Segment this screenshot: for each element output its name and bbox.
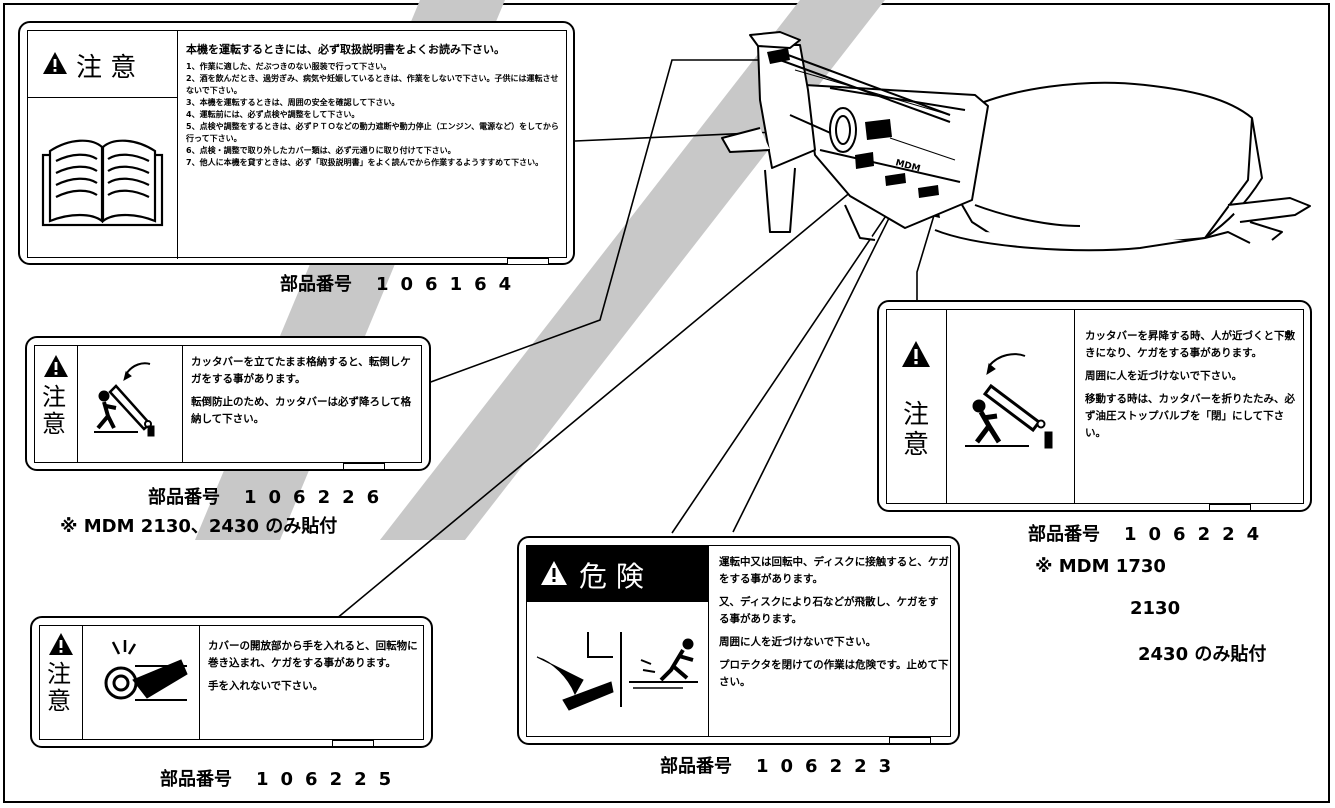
sticker-106224-header-col: 注意 — [887, 310, 947, 503]
sticker-106225-inner: 注意 カバーの開放部から手を入れると、回転物に巻き込まれ、ケガをする事があります… — [39, 625, 424, 740]
sticker-106224: 注意 カッタバーを昇降する時、人が近づくと下敷きになり、ケガをする事があります。… — [877, 300, 1312, 512]
warning-triangle-icon — [44, 355, 68, 377]
sticker-106164-tab — [507, 258, 549, 264]
danger-triangle-icon — [541, 561, 567, 585]
note-106226: ※ MDM 2130、2430 のみ貼付 — [60, 516, 338, 537]
part-label: 部品番号 — [660, 756, 732, 777]
sticker-106226-text: カッタバーを立てたまま格納すると、転倒しケガをする事があります。 転倒防止のため… — [191, 354, 419, 428]
part-label: 部品番号 — [160, 769, 232, 790]
sticker-106224-text-3: 移動する時は、カッタバーを折りたたみ、必ず油圧ストップバルブを「閉」にして下さい… — [1085, 393, 1295, 439]
part-label: 部品番号 — [148, 487, 220, 508]
note-106224-line-2: 2130 — [1130, 598, 1181, 619]
disc-contact-icon — [536, 632, 698, 711]
sticker-106223-text-2: 又、ディスクにより石などが飛散し、ケガをする事があります。 — [719, 596, 939, 625]
sticker-106223-pictogram-box — [527, 602, 709, 736]
part-number-value: 106226 — [244, 487, 392, 508]
sticker-106164-inner: 注 意 本機を運転するときには、必ず取扱説明書をよくお読み下さい。 1、作業に適… — [27, 30, 567, 259]
sticker-106164-item-7: 7、他人に本機を貸すときは、必ず「取扱説明書」をよく読んでから作業するようすすめ… — [186, 158, 544, 167]
warning-triangle-icon — [902, 341, 930, 367]
sticker-106226-inner: 注意 カッタバーを立てたまま格納すると、転倒しケガをする事があります。 転倒防止… — [34, 345, 422, 463]
sticker-106164-header: 注 意 — [76, 53, 137, 83]
sticker-106224-tab — [1209, 504, 1251, 510]
hand-entanglement-icon — [104, 640, 188, 701]
sticker-106164-item-5: 5、点検や調整をするときは、必ずＰＴＯなどの動力遮断や動力停止（エンジン、電源な… — [186, 122, 559, 143]
sticker-106225-header-col: 注意 — [40, 626, 83, 739]
sticker-106225-text: カバーの開放部から手を入れると、回転物に巻き込まれ、ケガをする事があります。 手… — [208, 638, 422, 695]
sticker-106226-header: 注意 — [42, 383, 66, 438]
sticker-106164-header-box: 注 意 — [28, 31, 178, 98]
sticker-106224-text-2: 周囲に人を近づけないで下さい。 — [1085, 370, 1243, 382]
mower-illustration: MDM — [721, 31, 1311, 252]
part-label: 部品番号 — [280, 274, 352, 295]
part-label: 部品番号 — [1028, 524, 1100, 545]
sticker-106226-text-1: カッタバーを立てたまま格納すると、転倒しケガをする事があります。 — [191, 356, 411, 385]
part-number-106223: 部品番号 106223 — [660, 752, 903, 778]
sticker-106164: 注 意 本機を運転するときには、必ず取扱説明書をよくお読み下さい。 1、作業に適… — [18, 21, 575, 265]
sticker-106223-header-box: 危 険 — [527, 546, 709, 602]
sticker-106164-item-1: 1、作業に適した、だぶつきのない服装で行って下さい。 — [186, 62, 392, 71]
sticker-106223-inner: 危 険 運転中又は回転中、ディスクに接触すると、ケガをする事があります。 — [526, 545, 951, 737]
part-number-106224: 部品番号 106224 — [1028, 520, 1271, 546]
sticker-106164-book-box — [28, 98, 178, 259]
sticker-106164-item-6: 6、点検・調整で取り外したカバー類は、必ず元通りに取り付けて下さい。 — [186, 146, 456, 155]
sticker-106223-text-4: プロテクタを閉けての作業は危険です。止めて下さい。 — [719, 659, 949, 688]
part-number-106226: 部品番号 106226 — [148, 483, 391, 509]
sticker-106226-tab — [343, 463, 385, 469]
part-number-value: 106225 — [256, 769, 404, 790]
sticker-106224-header: 注意 — [903, 400, 930, 460]
sticker-106225-tab — [332, 740, 374, 746]
sticker-106164-intro: 本機を運転するときには、必ず取扱説明書をよくお読み下さい。 — [186, 43, 505, 56]
part-number-value: 106224 — [1124, 524, 1272, 545]
sticker-106164-item-3: 3、本機を運転するときは、周囲の安全を確認して下さい。 — [186, 98, 400, 107]
sticker-106224-inner: 注意 カッタバーを昇降する時、人が近づくと下敷きになり、ケガをする事があります。… — [886, 309, 1304, 504]
sticker-106225: 注意 カバーの開放部から手を入れると、回転物に巻き込まれ、ケガをする事があります… — [30, 616, 433, 748]
note-106224-line-3: 2430 のみ貼付 — [1138, 644, 1267, 665]
sticker-106223-text-1: 運転中又は回転中、ディスクに接触すると、ケガをする事があります。 — [719, 556, 949, 585]
sticker-106225-pictogram-box — [83, 626, 200, 739]
sticker-106223-header: 危 険 — [579, 560, 644, 593]
sticker-106223-tab — [889, 737, 931, 743]
sticker-106164-item-4: 4、運転前には、必ず点検や調整をして下さい。 — [186, 110, 360, 119]
sticker-106226-pictogram-box — [78, 346, 183, 462]
sticker-106225-text-1: カバーの開放部から手を入れると、回転物に巻き込まれ、ケガをする事があります。 — [208, 640, 418, 669]
sticker-106225-text-2: 手を入れないで下さい。 — [208, 680, 324, 692]
sticker-106224-text-1: カッタバーを昇降する時、人が近づくと下敷きになり、ケガをする事があります。 — [1085, 330, 1295, 359]
sticker-106223-text: 運転中又は回転中、ディスクに接触すると、ケガをする事があります。 又、ディスクに… — [719, 554, 949, 691]
part-number-value: 106164 — [376, 274, 524, 295]
sticker-106164-text: 本機を運転するときには、必ず取扱説明書をよくお読み下さい。 1、作業に適した、だ… — [186, 41, 562, 169]
sticker-106226: 注意 カッタバーを立てたまま格納すると、転倒しケガをする事があります。 転倒防止… — [25, 336, 431, 471]
crushing-cutterbar-icon — [965, 353, 1053, 449]
part-number-value: 106223 — [756, 756, 904, 777]
sticker-106226-header-col: 注意 — [35, 346, 78, 462]
note-106224-line-1: ※ MDM 1730 — [1035, 556, 1166, 577]
warning-triangle-icon — [49, 633, 73, 655]
sticker-106164-item-2: 2、酒を飲んだとき、過労ぎみ、病気や妊娠しているときは、作業をしないで下さい。子… — [186, 74, 559, 95]
sticker-106223: 危 険 運転中又は回転中、ディスクに接触すると、ケガをする事があります。 — [517, 536, 960, 745]
manual-book-icon — [41, 139, 164, 227]
sticker-106224-text: カッタバーを昇降する時、人が近づくと下敷きになり、ケガをする事があります。 周囲… — [1085, 328, 1301, 442]
falling-cutterbar-icon — [94, 362, 155, 437]
part-number-106225: 部品番号 106225 — [160, 765, 403, 791]
sticker-106226-text-2: 転倒防止のため、カッタバーは必ず降ろして格納して下さい。 — [191, 396, 412, 425]
warning-triangle-icon — [43, 52, 67, 74]
sticker-106224-pictogram-box — [947, 310, 1075, 503]
part-number-106164: 部品番号 106164 — [280, 270, 523, 296]
sticker-106225-header: 注意 — [47, 660, 71, 715]
sticker-106223-text-3: 周囲に人を近づけないで下さい。 — [719, 636, 877, 648]
